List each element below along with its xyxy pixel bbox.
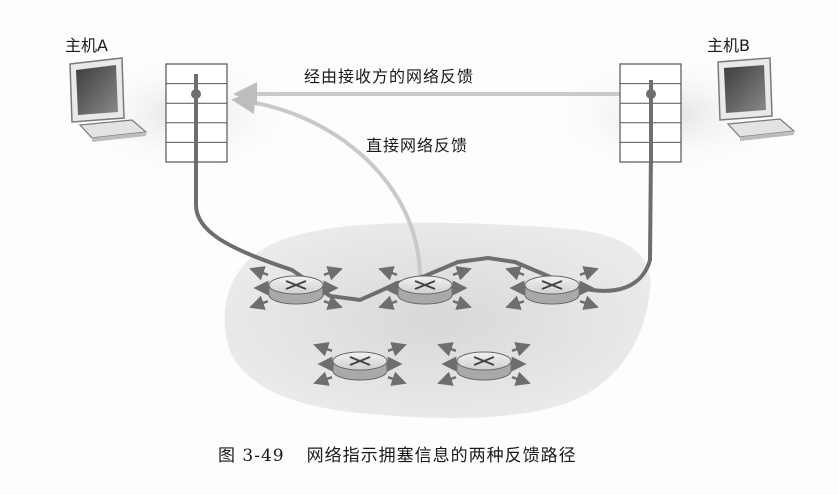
host-a-computer-icon xyxy=(69,57,148,142)
direct-feedback-label: 直接网络反馈 xyxy=(366,136,469,155)
router-icon xyxy=(505,266,599,310)
figure-caption: 图 3-49 网络指示拥塞信息的两种反馈路径 xyxy=(218,441,577,466)
host-a-protocol-stack xyxy=(165,63,228,163)
figure-number: 图 3-49 xyxy=(218,446,285,466)
router-icon xyxy=(437,342,531,386)
caption-text: 网络指示拥塞信息的两种反馈路径 xyxy=(306,446,577,466)
router-icon xyxy=(249,266,343,310)
host-b-computer-icon xyxy=(717,57,796,141)
host-a-label: 主机A xyxy=(65,36,108,55)
data-path xyxy=(194,69,663,303)
host-b-protocol-stack xyxy=(619,63,682,163)
host-b-label: 主机B xyxy=(707,36,750,55)
direct-feedback-path xyxy=(231,90,422,276)
network-cloud xyxy=(224,222,651,419)
receiver-feedback-label: 经由接收方的网络反馈 xyxy=(304,67,475,86)
router-icon xyxy=(313,342,407,386)
router-icon xyxy=(378,266,472,310)
